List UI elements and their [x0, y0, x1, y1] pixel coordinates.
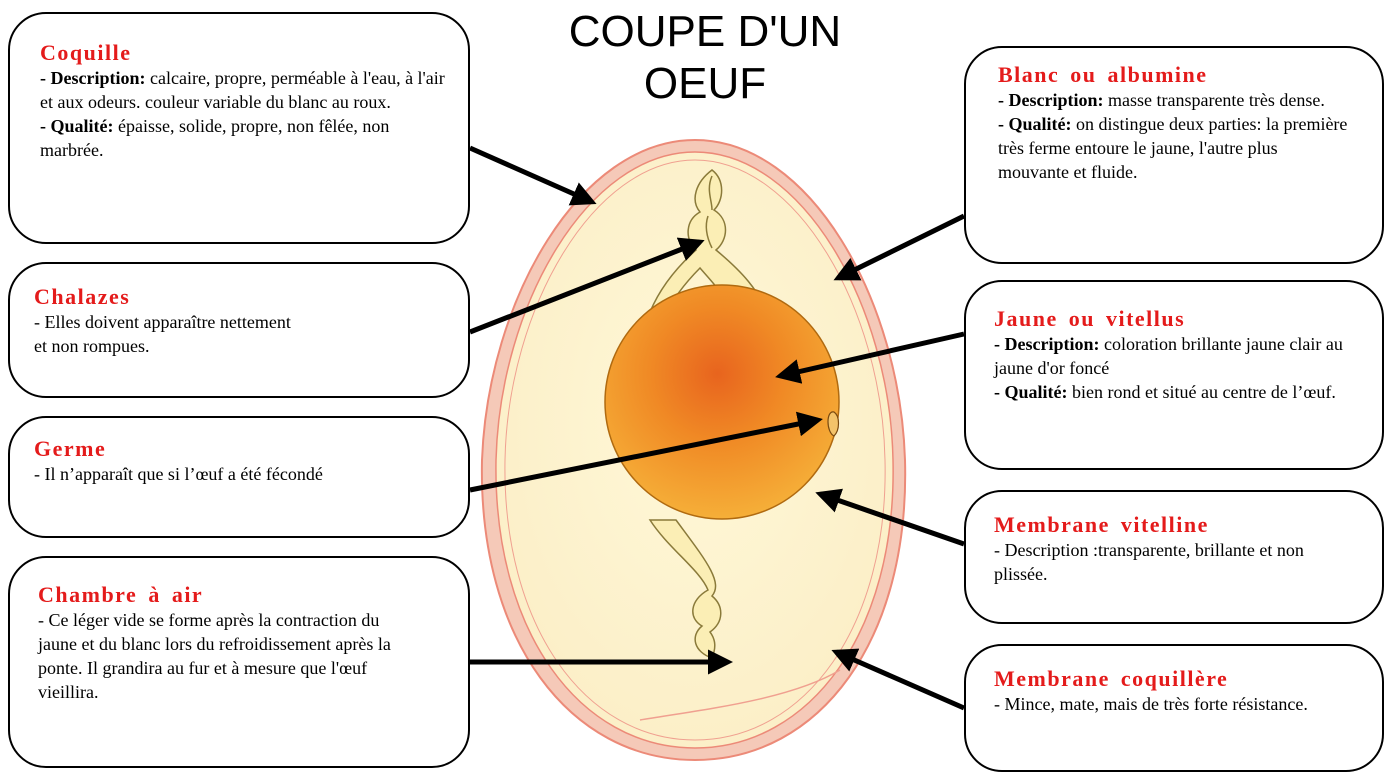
box-membrane-vitelline: Membrane vitelline - Description :transp… [964, 490, 1384, 624]
text-membrane-vitelline: - Description :transparente, brillante e… [994, 538, 1314, 586]
box-coquille: Coquille - Description: calcaire, propre… [8, 12, 470, 244]
text-chambre-a-air: - Ce léger vide se forme après la contra… [38, 608, 398, 704]
label-blanc-description: - Description: [998, 90, 1103, 110]
label-jaune-description: - Description: [994, 334, 1099, 354]
label-coquille-description: - Description: [40, 68, 145, 88]
label-jaune-qualite: - Qualité: [994, 382, 1068, 402]
value-blanc-description: masse transparente très dense. [1103, 90, 1324, 110]
text-coquille: - Description: calcaire, propre, perméab… [40, 66, 450, 162]
page-title: COUPE D'UN OEUF [520, 6, 890, 110]
text-germe: - Il n’apparaît que si l’œuf a été fécon… [34, 462, 464, 486]
box-germe: Germe - Il n’apparaît que si l’œuf a été… [8, 416, 470, 538]
egg-yolk [605, 285, 839, 519]
arrow-coquillere [836, 652, 964, 708]
text-membrane-coquillere: - Mince, mate, mais de très forte résist… [994, 692, 1314, 716]
heading-chambre-a-air: Chambre à air [38, 582, 398, 608]
box-blanc-albumine: Blanc ou albumine - Description: masse t… [964, 46, 1384, 264]
text-jaune-vitellus: - Description: coloration brillante jaun… [994, 332, 1364, 404]
arrow-blanc [838, 216, 964, 278]
heading-jaune-vitellus: Jaune ou vitellus [994, 306, 1364, 332]
box-chalazes: Chalazes - Elles doivent apparaître nett… [8, 262, 470, 398]
heading-membrane-vitelline: Membrane vitelline [994, 512, 1314, 538]
heading-chalazes: Chalazes [34, 284, 304, 310]
heading-blanc-albumine: Blanc ou albumine [998, 62, 1348, 88]
heading-germe: Germe [34, 436, 464, 462]
label-coquille-qualite: - Qualité: [40, 116, 114, 136]
box-membrane-coquillere: Membrane coquillère - Mince, mate, mais … [964, 644, 1384, 772]
box-chambre-a-air: Chambre à air - Ce léger vide se forme a… [8, 556, 470, 768]
heading-coquille: Coquille [40, 40, 450, 66]
text-blanc-albumine: - Description: masse transparente très d… [998, 88, 1348, 184]
value-jaune-qualite: bien rond et situé au centre de l’œuf. [1068, 382, 1336, 402]
arrow-coquille [470, 148, 592, 202]
heading-membrane-coquillere: Membrane coquillère [994, 666, 1314, 692]
text-chalazes: - Elles doivent apparaître nettement et … [34, 310, 304, 358]
label-blanc-qualite: - Qualité: [998, 114, 1072, 134]
box-jaune-vitellus: Jaune ou vitellus - Description: colorat… [964, 280, 1384, 470]
